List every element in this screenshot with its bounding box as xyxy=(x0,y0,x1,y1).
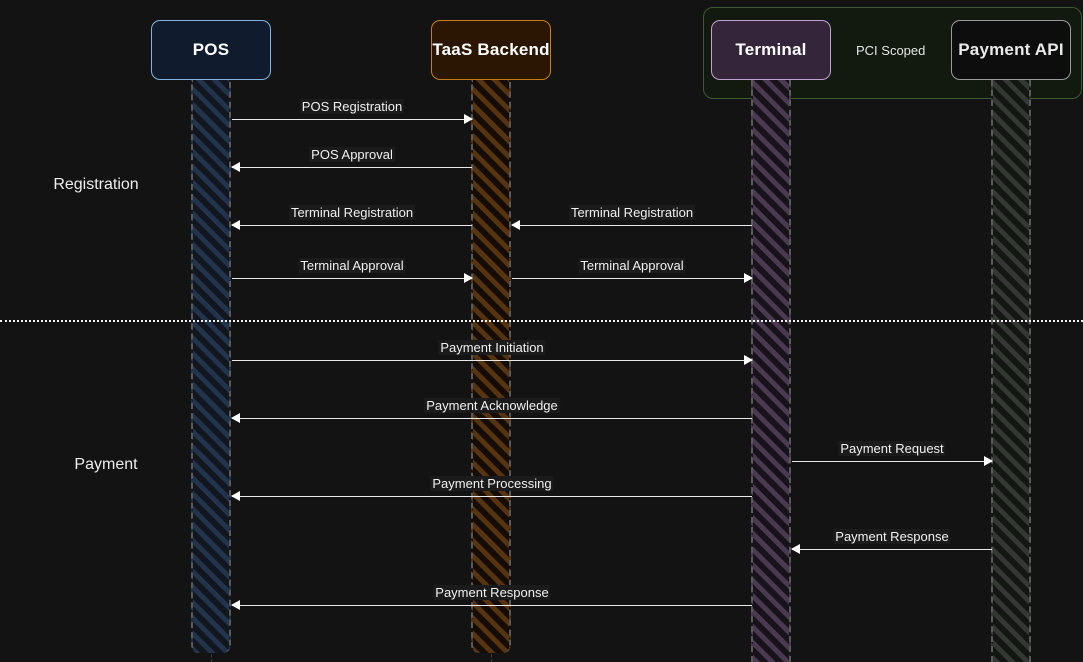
arrowhead-left-icon xyxy=(231,413,240,423)
participant-label-taas-backend: TaaS Backend xyxy=(432,40,550,59)
activation-bar-pos xyxy=(191,80,231,653)
message-label: Payment Response xyxy=(833,529,951,544)
activation-bar-terminal xyxy=(751,80,791,662)
arrowhead-left-icon xyxy=(231,600,240,610)
message-label: Payment Acknowledge xyxy=(424,398,560,413)
activation-bar-taas xyxy=(471,80,511,653)
message-label: POS Approval xyxy=(309,147,395,162)
message-line xyxy=(792,549,992,550)
message-label: Terminal Registration xyxy=(568,205,696,220)
arrowhead-right-icon xyxy=(744,355,753,365)
message-label: Payment Response xyxy=(433,585,551,600)
arrowhead-right-icon xyxy=(744,273,753,283)
message-line xyxy=(232,167,472,168)
section-divider xyxy=(0,320,1083,322)
message-line xyxy=(792,461,992,462)
arrowhead-left-icon xyxy=(231,162,240,172)
participant-label-pos: POS xyxy=(192,40,230,59)
message-line xyxy=(232,418,752,419)
participant-box-terminal[interactable]: Terminal xyxy=(711,20,831,80)
message-line xyxy=(232,225,472,226)
message-line xyxy=(232,278,472,279)
participant-box-pos[interactable]: POS xyxy=(151,20,271,80)
participant-box-payment-api[interactable]: Payment API xyxy=(951,20,1071,80)
arrowhead-left-icon xyxy=(791,544,800,554)
participant-box-taas-backend[interactable]: TaaS Backend xyxy=(431,20,551,80)
arrowhead-right-icon xyxy=(464,273,473,283)
section-label-payment: Payment xyxy=(74,456,138,473)
message-line xyxy=(232,360,752,361)
message-label: POS Registration xyxy=(299,99,405,114)
message-line xyxy=(232,496,752,497)
message-label: Terminal Registration xyxy=(288,205,416,220)
participant-label-payment-api: Payment API xyxy=(958,40,1064,59)
group-label-pci-scoped: PCI Scoped xyxy=(856,43,926,58)
arrowhead-right-icon xyxy=(984,456,993,466)
activation-bar-payment-api xyxy=(991,80,1031,662)
arrowhead-left-icon xyxy=(511,220,520,230)
message-label: Terminal Approval xyxy=(578,258,686,273)
message-line xyxy=(232,605,752,606)
message-line xyxy=(232,119,472,120)
section-label-registration: Registration xyxy=(53,176,139,193)
message-label: Terminal Approval xyxy=(298,258,406,273)
arrowhead-left-icon xyxy=(231,220,240,230)
message-label: Payment Initiation xyxy=(438,340,546,355)
message-label: Payment Request xyxy=(838,441,946,456)
message-line xyxy=(512,225,752,226)
message-line xyxy=(512,278,752,279)
message-label: Payment Processing xyxy=(430,476,554,491)
arrowhead-left-icon xyxy=(231,491,240,501)
participant-label-terminal: Terminal xyxy=(735,40,807,59)
arrowhead-right-icon xyxy=(464,114,473,124)
